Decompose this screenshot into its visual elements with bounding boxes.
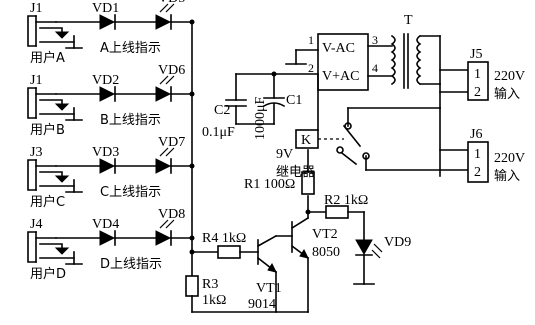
jack-arrow [54, 31, 70, 39]
indicator-text: C上线指示 [100, 185, 161, 200]
jack-body [27, 15, 37, 47]
j6-pin-1: 1 [474, 147, 481, 162]
led-ray-1 [159, 219, 169, 229]
j5-voltage: 220V [494, 69, 525, 84]
r3-resistor [185, 275, 199, 297]
vt2-name: VT2 [312, 227, 338, 242]
channel-diode-label: VD4 [92, 217, 119, 232]
vt2-collector [290, 216, 310, 230]
relay-contact-2 [336, 146, 344, 154]
j5-pin-1: 1 [474, 67, 481, 82]
indicator-led [155, 230, 172, 246]
led-ray-2 [165, 219, 175, 229]
c1-value: 1000μF [253, 96, 268, 140]
c1-name: C1 [286, 93, 302, 108]
indicator-led [155, 86, 172, 102]
vt1-name: VT1 [256, 281, 282, 296]
led-ray-1 [159, 147, 169, 157]
j6-label: J6 [470, 127, 482, 142]
channel-diode-label: VD1 [92, 1, 119, 16]
jack-body [27, 87, 37, 119]
jack-arrow [54, 247, 70, 255]
c2-name: C2 [214, 103, 230, 118]
channel-diode-label: VD3 [92, 145, 119, 160]
indicator-led [155, 14, 172, 30]
r3-name: R3 [202, 277, 218, 292]
user-label: 用户A [30, 50, 65, 66]
r1-label: R1 100Ω [244, 177, 295, 192]
channel-diode [99, 158, 116, 174]
r3-value: 1kΩ [202, 293, 226, 308]
indicator-text: A上线指示 [100, 41, 161, 56]
led-ray-1 [159, 3, 169, 13]
indicator-led [155, 158, 172, 174]
indicator-led-label: VD8 [158, 207, 185, 222]
vd9-ray-2 [373, 243, 383, 253]
pin-3: 3 [372, 33, 378, 47]
vd9-ray-1 [371, 249, 381, 259]
c2-value: 0.1μF [202, 125, 235, 140]
transformer-secondary [390, 34, 396, 86]
pin-2: 2 [308, 61, 314, 75]
c1-plate-bottom [262, 102, 286, 108]
led-ray-2 [165, 147, 175, 157]
vd9-label: VD9 [384, 235, 411, 250]
jack-arrow [54, 103, 70, 111]
r4-resistor [217, 245, 241, 259]
jack-label: J3 [30, 145, 42, 160]
rectifier-box [317, 33, 369, 91]
transformer-label: T [404, 13, 413, 28]
jack-label: J1 [30, 1, 42, 16]
vt1-part: 9014 [248, 297, 276, 312]
j6-voltage: 220V [494, 151, 525, 166]
channel-diode-label: VD2 [92, 73, 119, 88]
vt1-arrow [267, 263, 277, 273]
user-label: 用户D [30, 266, 66, 282]
j6-block [467, 141, 489, 183]
indicator-led-label: VD5 [158, 0, 185, 6]
led-ray-2 [165, 75, 175, 85]
led-ray-2 [165, 3, 175, 13]
r4-label: R4 1kΩ [202, 231, 246, 246]
vt2-part: 8050 [312, 245, 340, 260]
channel-diode [99, 230, 116, 246]
vd9-diode [355, 239, 373, 256]
jack-body [27, 159, 37, 191]
jack-body [27, 231, 37, 263]
vt1-collector [256, 234, 278, 248]
transformer-primary [416, 34, 422, 86]
indicator-led-label: VD6 [158, 63, 185, 78]
vt2-arrow [299, 249, 309, 259]
pin-4: 4 [372, 61, 378, 75]
terminal-v-minus: V-AC [322, 41, 355, 56]
jack-label: J1 [30, 73, 42, 88]
r2-label: R2 1kΩ [324, 193, 368, 208]
j6-input-text: 输入 [494, 168, 520, 184]
user-label: 用户C [30, 194, 65, 210]
relay-voltage: 9V [276, 147, 293, 162]
j6-pin-2: 2 [474, 165, 481, 180]
relay-letter: K [301, 133, 311, 148]
indicator-text: B上线指示 [100, 113, 161, 128]
led-ray-1 [159, 75, 169, 85]
channel-diode [99, 14, 116, 30]
jack-arrow [54, 175, 70, 183]
pin-1: 1 [308, 33, 314, 47]
j5-label: J5 [470, 47, 482, 62]
user-label: 用户B [30, 122, 65, 138]
jack-label: J4 [30, 217, 42, 232]
relay-name: 继电器 [276, 165, 315, 180]
j5-block [467, 61, 489, 101]
indicator-led-label: VD7 [158, 135, 185, 150]
channel-diode [99, 86, 116, 102]
indicator-text: D上线指示 [100, 257, 162, 272]
cap-junction [271, 71, 277, 77]
j5-pin-2: 2 [474, 85, 481, 100]
j5-input-text: 输入 [494, 86, 520, 102]
terminal-v-plus: V+AC [322, 69, 359, 84]
